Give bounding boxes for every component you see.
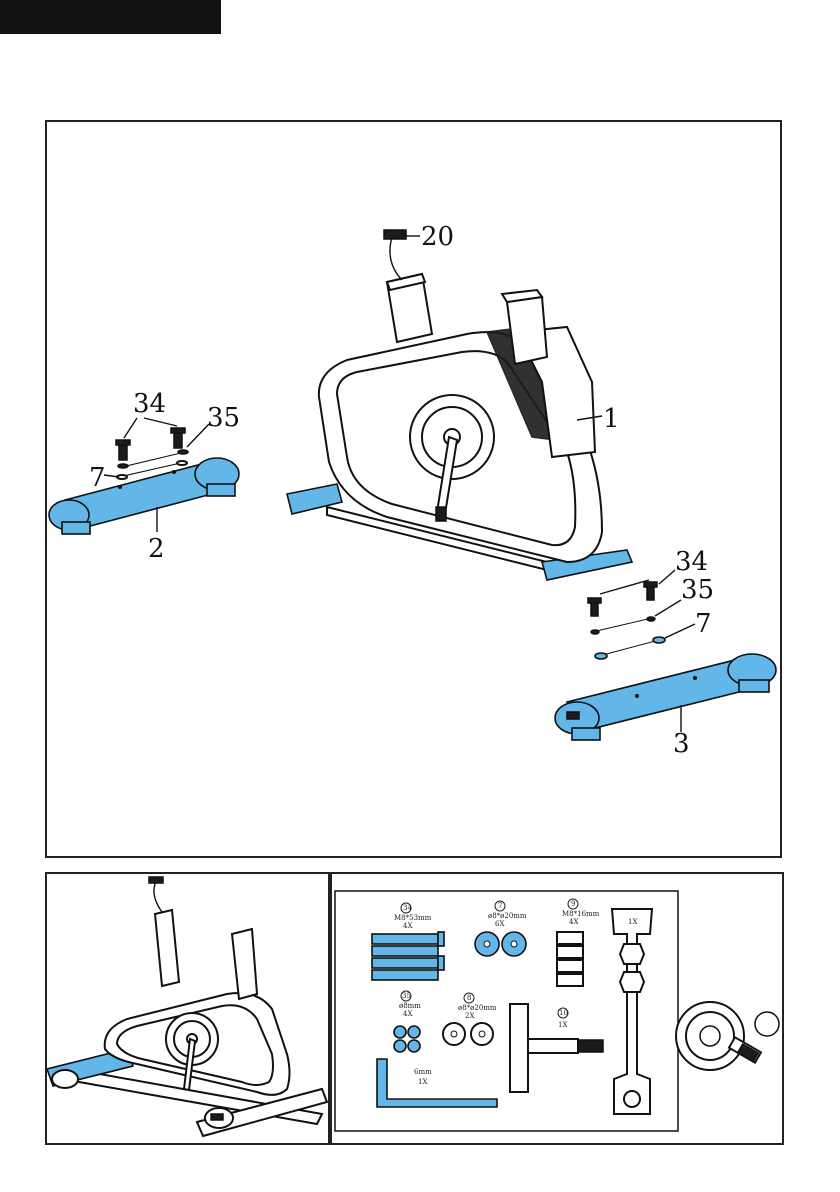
callout-washer-left-small: 7 [89,463,106,493]
svg-text:34: 34 [403,904,412,912]
callout-sensor-wire: 20 [421,222,454,252]
svg-text:1X: 1X [418,1078,427,1086]
svg-text:ø8mm: ø8mm [399,1002,421,1010]
callout-bolt-right: 34 [675,547,708,577]
front-stabilizer [49,458,239,534]
callout-front-stabilizer: 2 [148,534,165,564]
svg-text:4X: 4X [569,918,578,926]
svg-text:6mm: 6mm [414,1068,432,1076]
assembled-preview-illustration [47,874,328,1143]
svg-text:ø8*ø20mm: ø8*ø20mm [458,1004,497,1012]
header-black-bar [0,0,221,34]
svg-text:8: 8 [467,994,471,1002]
svg-text:4X: 4X [403,1010,412,1018]
svg-text:35: 35 [402,992,411,1000]
callout-rear-stabilizer: 3 [673,729,690,759]
svg-text:1X: 1X [558,1021,567,1029]
svg-text:4X: 4X [403,922,412,930]
sensor-wire [384,230,420,280]
assembly-diagram-panel: 20 1 2 34 35 7 [45,120,782,858]
assembled-preview-panel [45,872,330,1145]
rear-stabilizer [555,654,776,740]
tension-knob-closeup [676,1002,779,1070]
svg-text:10: 10 [559,1009,568,1017]
hardware-pack-illustration: 34 M8*53mm 4X 7 ø8*ø20mm 6X 9 M8*16mm 4X… [332,874,782,1143]
assembly-diagram: 20 1 2 34 35 7 [47,122,780,856]
detail-circle [755,1012,779,1036]
callout-main-frame: 1 [603,404,620,434]
hardware-pack-panel: 34 M8*53mm 4X 7 ø8*ø20mm 6X 9 M8*16mm 4X… [330,872,784,1145]
svg-text:ø8*ø20mm: ø8*ø20mm [488,912,527,920]
svg-text:1X: 1X [628,918,637,926]
svg-text:M8*53mm: M8*53mm [394,914,432,922]
svg-text:6X: 6X [495,920,504,928]
callout-washer-right: 35 [681,575,714,605]
right-fasteners [588,570,695,659]
callout-bolt-left: 34 [133,389,166,419]
svg-text:M8*16mm: M8*16mm [562,910,600,918]
callout-washer-left: 35 [207,403,240,433]
callout-washer-right-small: 7 [695,609,712,639]
svg-text:7: 7 [498,902,502,910]
svg-text:9: 9 [571,900,575,908]
svg-text:2X: 2X [465,1012,474,1020]
